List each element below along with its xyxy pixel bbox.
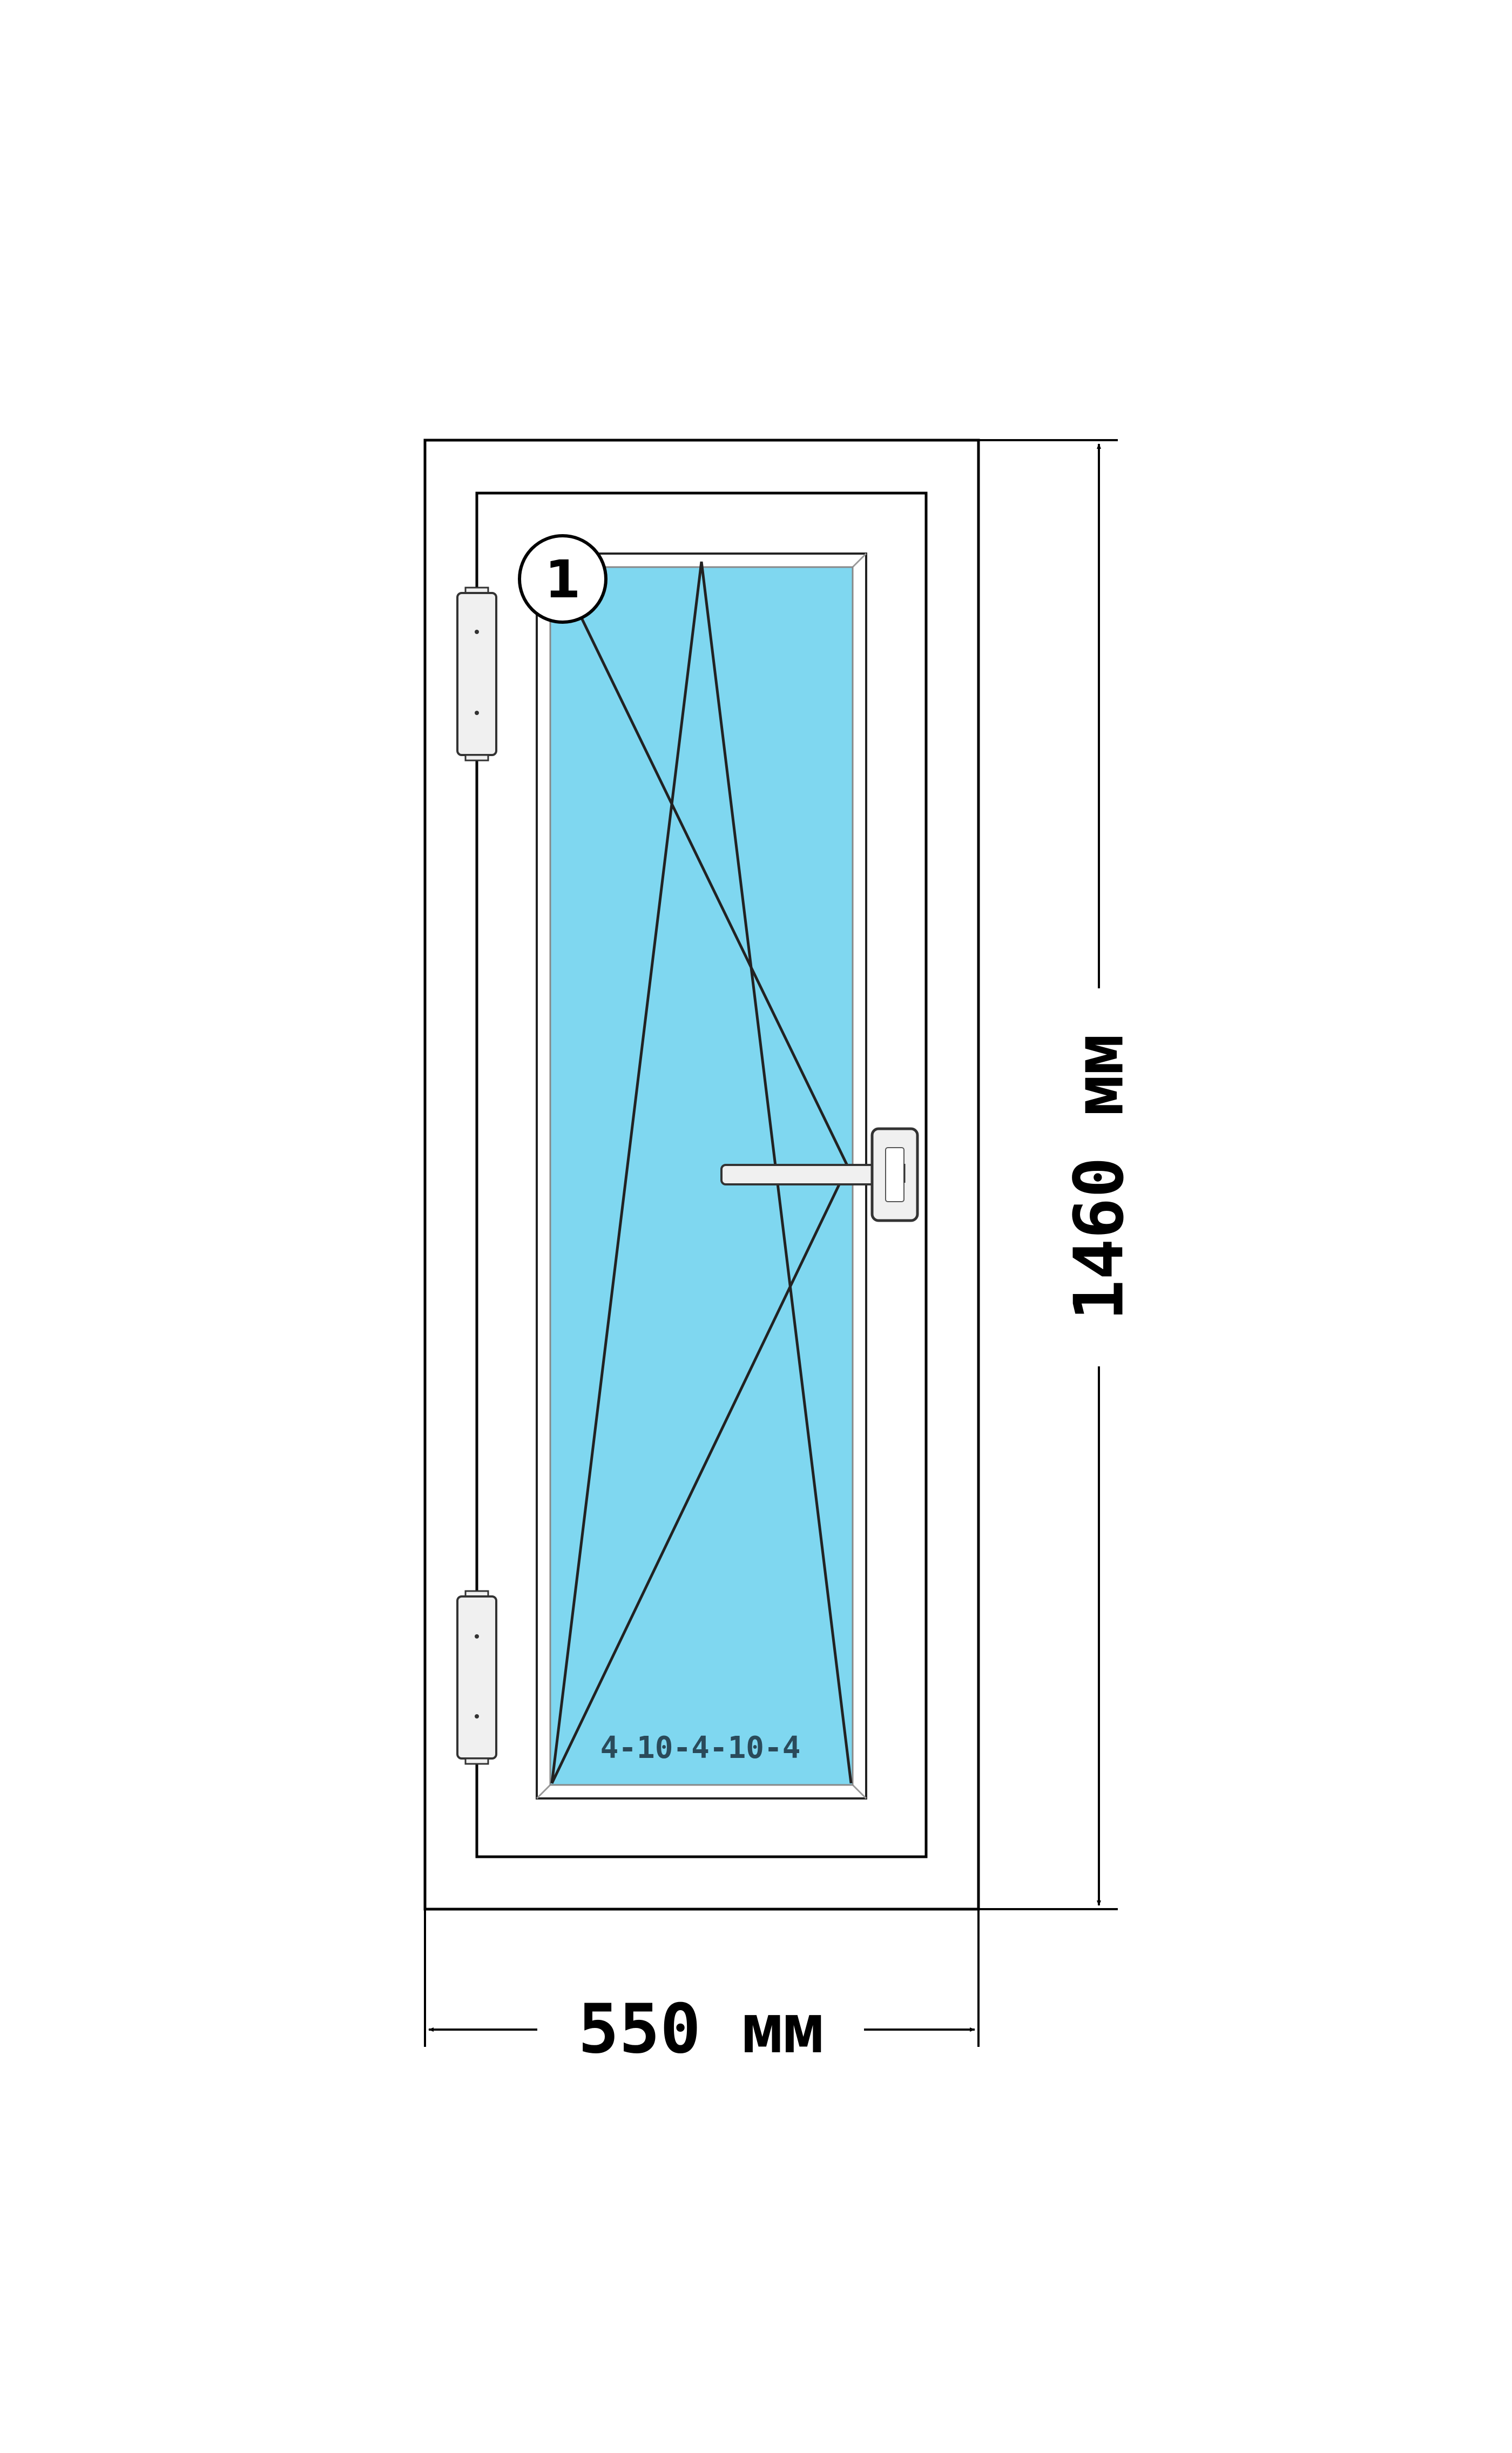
height-dimension xyxy=(978,439,1118,1910)
sash-number: 1 xyxy=(545,549,581,610)
height-label: 1460 мм xyxy=(1059,1034,1139,1320)
width-dimension xyxy=(424,1909,980,2047)
sash-number-marker: 1 xyxy=(518,534,608,624)
tilt-indicator xyxy=(550,561,853,1784)
hinge-icon xyxy=(456,587,497,761)
width-label: 550 мм xyxy=(578,1989,824,2068)
glass-spec-label: 4-10-4-10-4 xyxy=(600,1730,801,1765)
handle-icon xyxy=(720,1127,919,1222)
hinge-icon xyxy=(456,1590,497,1765)
